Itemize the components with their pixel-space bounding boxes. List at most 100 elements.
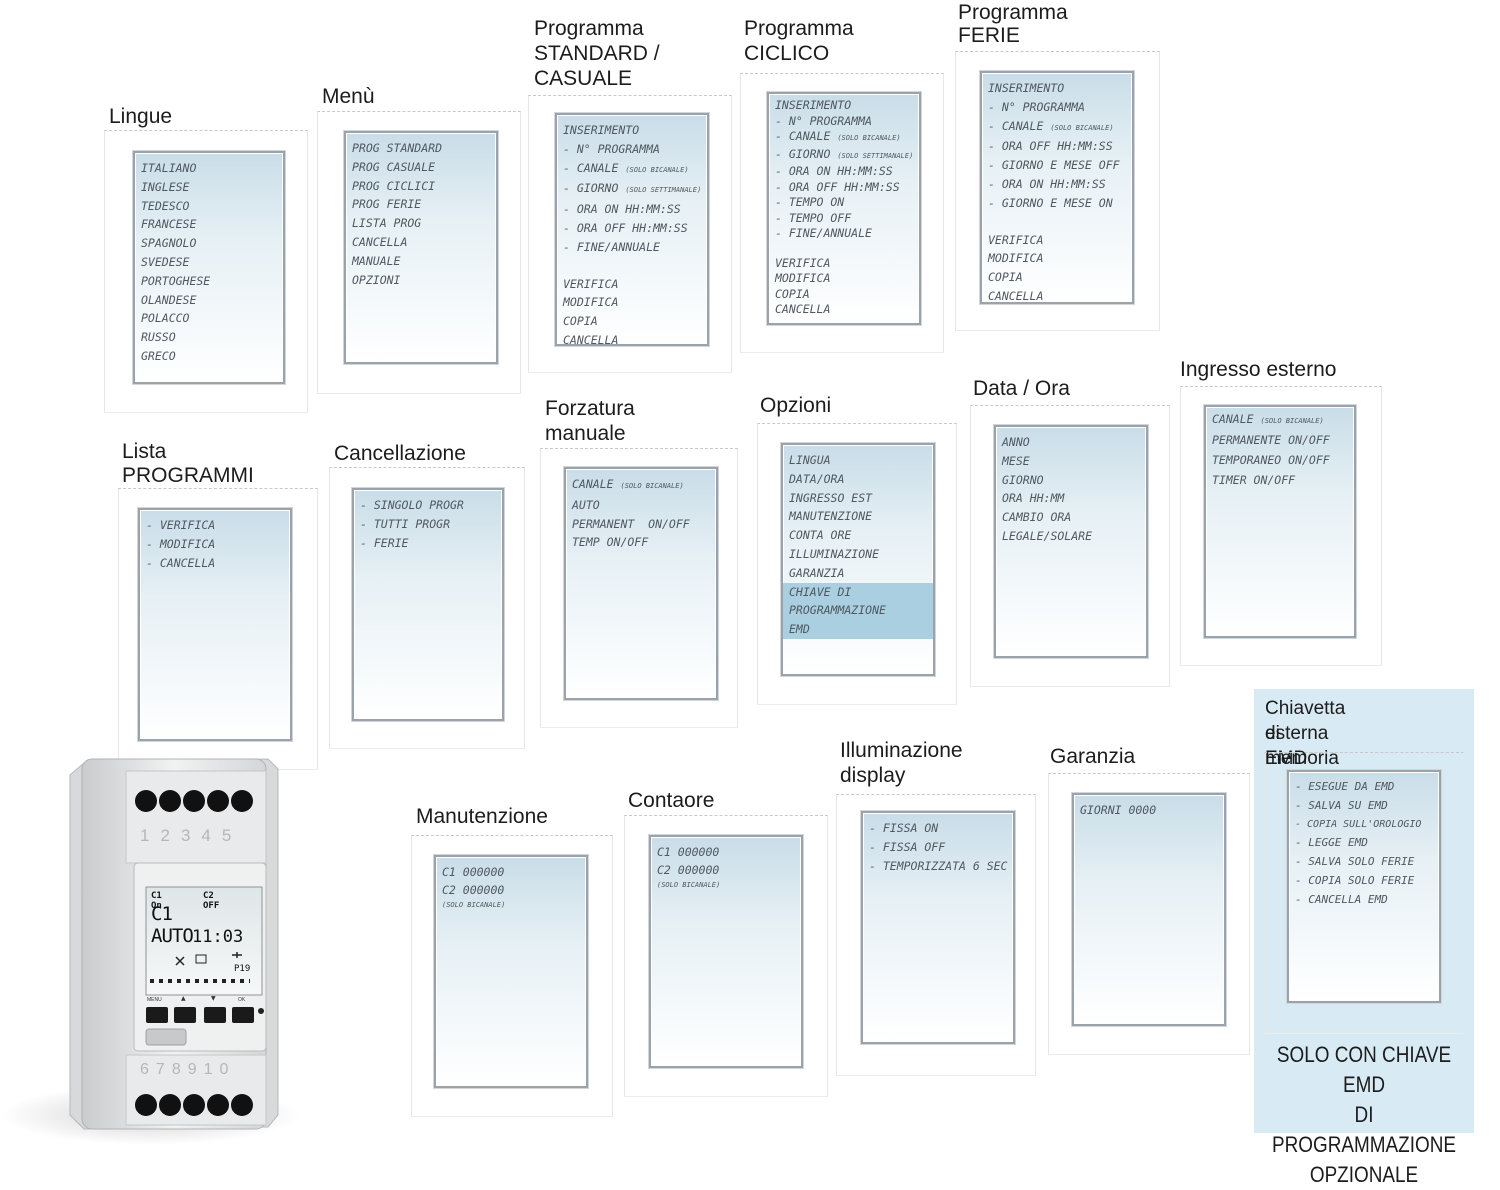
lcd-line: C2 000000 — [657, 862, 720, 877]
lcd-line: - LEGGE EMD — [1295, 836, 1368, 850]
lcd-line: - ORA ON HH:MM:SS — [988, 176, 1106, 191]
lcd-line: - CANALE (SOLO BICANALE) — [988, 117, 1126, 138]
lcd-line: (SOLO BICANALE) — [657, 878, 795, 890]
lcd-line: COPIA — [988, 270, 1023, 285]
lcd-screen: ITALIANO INGLESE TEDESCO FRANCESE SPAGNO… — [133, 151, 285, 384]
lcd-screen: LINGUA DATA/ORA INGRESSO EST MANUTENZION… — [781, 443, 935, 676]
lcd-line: - N° PROGRAMMA — [988, 99, 1085, 114]
lcd-line: GRECO — [141, 348, 176, 363]
lcd-line: PORTOGHESE — [141, 273, 211, 288]
lcd-line: ITALIANO — [141, 161, 197, 175]
lcd-text: - CANALE — [563, 160, 619, 175]
lcd-line: C1 000000 — [657, 845, 720, 859]
lcd-line: CANALE (SOLO BICANALE) — [572, 475, 710, 496]
lcd-screen: GIORNI 0000 — [1072, 793, 1226, 1026]
lcd-screen: CANALE (SOLO BICANALE) AUTO PERMANENT ON… — [564, 467, 718, 700]
lcd-line: LINGUA — [789, 453, 831, 467]
lcd-line: - GIORNO E MESE OFF — [988, 158, 1120, 173]
lcd-line: PROG CASUALE — [352, 159, 436, 174]
terminal-number: 10 — [203, 1061, 236, 1078]
terminal-number: 8 — [171, 1061, 188, 1078]
panel-title: Cancellazione — [334, 442, 466, 465]
lcd-line: MODIFICA — [775, 271, 831, 285]
panel-title: CASUALE — [534, 67, 633, 90]
lcd-line: POLACCO — [141, 311, 190, 326]
lcd-line: - ORA OFF HH:MM:SS — [988, 139, 1113, 154]
panel-frame — [955, 51, 1160, 331]
panel-title: CICLICO — [744, 42, 830, 65]
lcd-screen: - ESEGUE DA EMD - SALVA SU EMD - COPIA S… — [1287, 770, 1441, 1003]
lcd-line: MANUALE — [352, 253, 401, 268]
lcd-screen: PROG STANDARD PROG CASUALE PROG CICLICI … — [344, 131, 498, 364]
lcd-line: SPAGNOLO — [141, 236, 197, 251]
highlighted-option-emd: CHIAVE DI PROGRAMMAZIONE EMD — [783, 582, 933, 639]
lcd-line: GARANZIA — [789, 565, 845, 580]
ok-button-label: OK — [238, 997, 246, 1003]
lcd-line: CANCELLA — [988, 288, 1044, 303]
down-button-label: ▼ — [211, 995, 216, 1002]
lcd-text: - CANALE — [775, 129, 831, 143]
terminal-numbers-top: 12345 — [140, 826, 270, 846]
lcd-line: - VERIFICA — [146, 518, 216, 532]
lcd-line: EMD — [789, 622, 810, 637]
panel-title: Ingresso esterno — [1180, 358, 1337, 381]
panel-frame — [757, 423, 957, 705]
lcd-text: - CANALE — [988, 118, 1044, 133]
panel-title: Manutenzione — [416, 805, 548, 828]
lcd-line: - ORA OFF HH:MM:SS — [775, 179, 900, 194]
device-display-time: 11:03 — [192, 927, 244, 947]
lcd-line: INSERIMENTO — [775, 98, 852, 112]
lcd-screen: ANNO MESE GIORNO ORA HH:MM CAMBIO ORA LE… — [994, 425, 1148, 658]
terminal-number: 2 — [160, 826, 181, 845]
lcd-line: TEMPORANEO ON/OFF — [1212, 453, 1330, 467]
lcd-line: - FERIE — [360, 535, 409, 550]
lcd-text: CANALE — [572, 477, 614, 491]
lcd-line: TEDESCO — [141, 198, 190, 213]
terminal-number: 4 — [201, 826, 222, 845]
panel-title: PROGRAMMI — [122, 464, 254, 487]
panel-title: Lista — [122, 440, 167, 463]
lcd-line: - GIORNO (SOLO SETTIMANALE) — [563, 179, 701, 200]
panel-frame — [528, 95, 732, 373]
lcd-screen: INSERIMENTO - N° PROGRAMMA - CANALE (SOL… — [555, 113, 709, 346]
lcd-line: - TEMPO ON — [775, 195, 845, 209]
lcd-note: (SOLO BICANALE) — [442, 900, 506, 909]
lcd-line: INGRESSO EST — [789, 490, 873, 505]
terminal-number: 1 — [140, 826, 161, 845]
lcd-screen: INSERIMENTO - N° PROGRAMMA - CANALE (SOL… — [980, 71, 1134, 304]
lcd-line: AUTO — [572, 497, 600, 512]
lcd-line: - ORA OFF HH:MM:SS — [563, 220, 688, 235]
lcd-note: (SOLO BICANALE) — [657, 880, 721, 889]
panel-title: Forzatura — [545, 397, 635, 420]
lcd-line: - SINGOLO PROGR — [360, 498, 464, 512]
lcd-note: (SOLO BICANALE) — [1050, 123, 1114, 132]
panel-frame — [329, 467, 525, 749]
lcd-line: MODIFICA — [563, 295, 619, 310]
lcd-line: DATA/ORA — [789, 471, 845, 486]
terminal-number: 7 — [155, 1061, 172, 1078]
panel-frame — [104, 130, 308, 413]
menu-button-label: MENU — [147, 997, 162, 1003]
lcd-screen: CANALE (SOLO BICANALE) PERMANENTE ON/OFF… — [1204, 405, 1356, 638]
lcd-screen: C1 000000 C2 000000 (SOLO BICANALE) — [649, 835, 803, 1068]
lcd-note: (SOLO SETTIMANALE) — [625, 186, 702, 195]
lcd-text: CANALE — [1212, 412, 1254, 426]
lcd-line: - SALVA SU EMD — [1295, 798, 1388, 812]
lcd-line: VERIFICA — [988, 232, 1044, 247]
lcd-line: GIORNO — [1002, 472, 1044, 487]
lcd-line: LEGALE/SOLARE — [1002, 528, 1093, 543]
lcd-line: PERMANENTE ON/OFF — [1212, 433, 1330, 447]
panel-frame — [624, 815, 828, 1097]
lcd-line: - CANCELLA — [146, 555, 216, 570]
device-illustration — [0, 758, 300, 1145]
panel-title: Lingue — [109, 105, 173, 128]
lcd-line: COPIA — [563, 314, 598, 329]
lcd-line: - MODIFICA — [146, 536, 216, 551]
panel-frame — [836, 794, 1036, 1076]
lcd-line: INGLESE — [141, 179, 190, 194]
lcd-note: (SOLO BICANALE) — [1260, 417, 1324, 425]
panel-frame — [540, 448, 738, 728]
emd-note-line: SOLO CON CHIAVE EMD — [1276, 1042, 1452, 1097]
lcd-line: OPZIONI — [352, 272, 401, 287]
lcd-line: CANCELLA — [563, 332, 619, 346]
